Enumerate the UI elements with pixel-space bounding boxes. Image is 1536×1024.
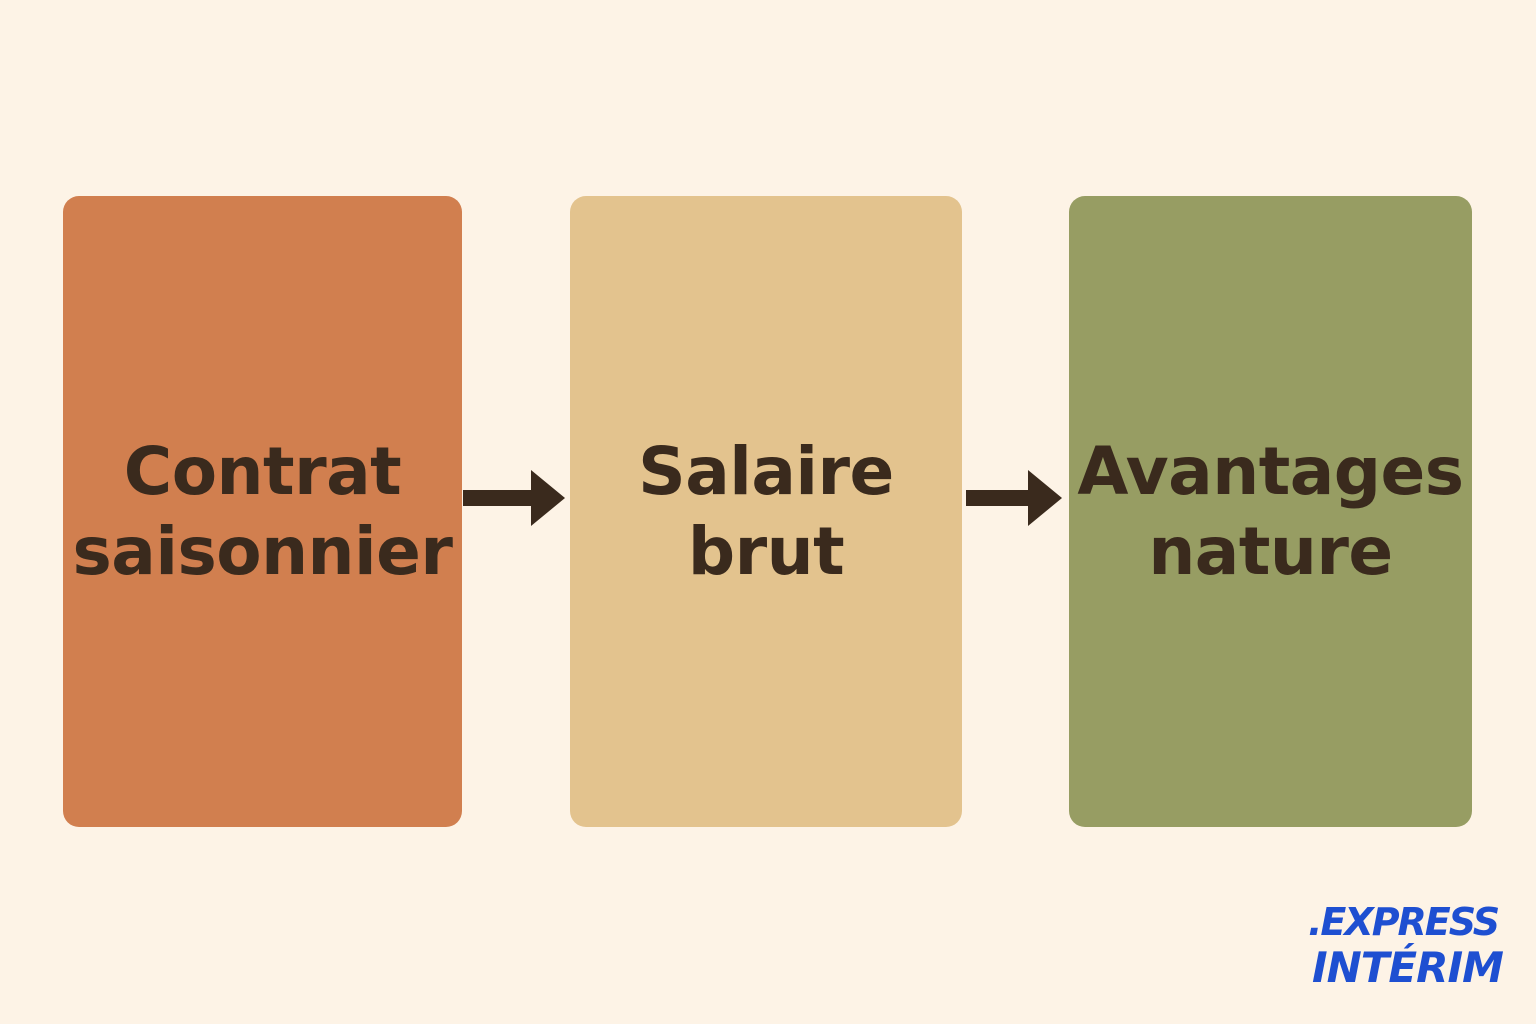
right-arrow-icon <box>463 470 565 526</box>
right-arrow-icon <box>966 470 1062 526</box>
express-interim-logo: .EXPRESS INTÉRIM <box>1306 900 1506 992</box>
box-3-line-1: Avantages <box>1077 432 1464 510</box>
logo-line-2: INTÉRIM <box>1312 943 1504 992</box>
box-avantages-nature: Avantages nature <box>1069 196 1472 827</box>
box-contrat-saisonnier: Contrat saisonnier <box>63 196 462 827</box>
logo-line-1: .EXPRESS <box>1308 900 1500 944</box>
box-2-line-1: Salaire <box>638 432 894 510</box>
box-1-line-2: saisonnier <box>72 512 453 590</box>
box-1-line-1: Contrat <box>123 432 402 510</box>
box-2-line-2: brut <box>687 512 845 590</box>
box-salaire-brut: Salaire brut <box>570 196 962 827</box>
box-3-line-2: nature <box>1148 512 1393 590</box>
